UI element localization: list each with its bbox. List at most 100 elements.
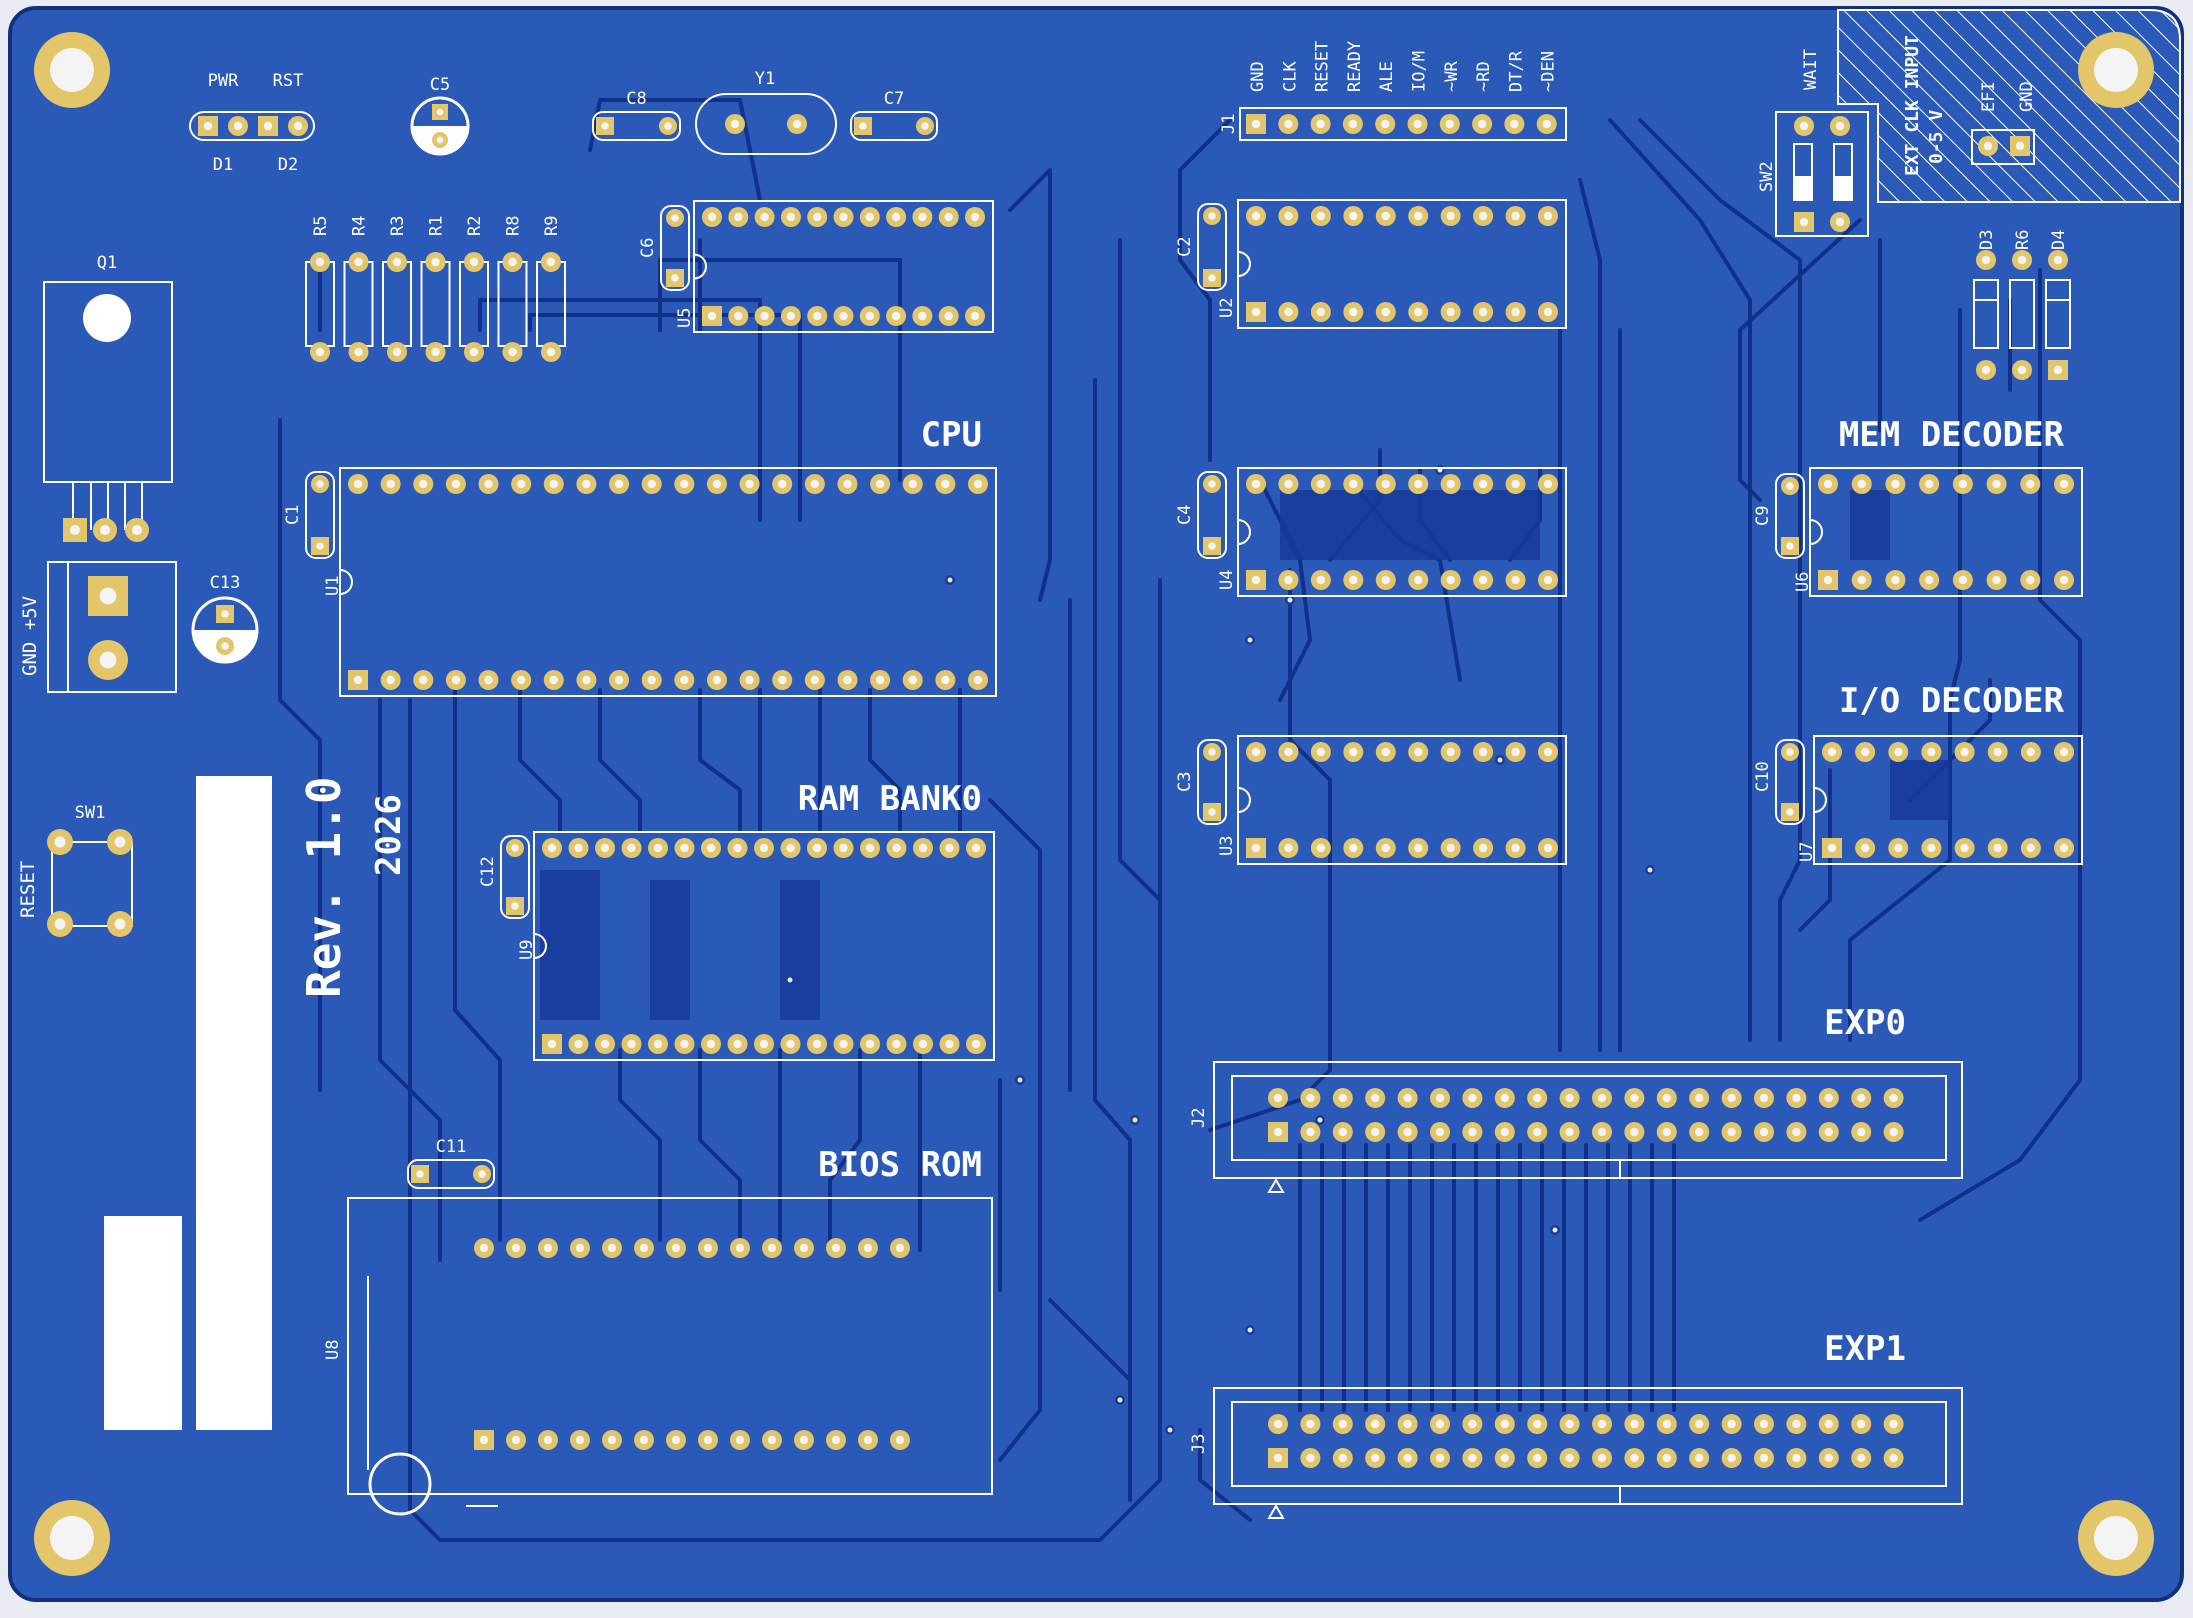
mounting-hole-drill	[50, 1516, 94, 1560]
drill-hole	[1630, 1127, 1639, 1137]
drill-hole	[516, 675, 526, 685]
drill-hole	[745, 675, 754, 685]
drill-hole	[735, 1435, 745, 1445]
mounting-hole-drill	[2094, 48, 2138, 92]
drill-hole	[859, 122, 867, 130]
trace	[698, 1048, 742, 1252]
section-io-decoder: I/O DECODER	[1839, 681, 2065, 721]
ref-j1: J1	[1219, 114, 1239, 134]
drill-hole	[1630, 1453, 1639, 1463]
via-hole	[1117, 1397, 1123, 1403]
drill-hole	[760, 212, 769, 222]
drill-hole	[1435, 1419, 1445, 1429]
via-hole	[1647, 867, 1653, 873]
drill-hole	[1891, 479, 1900, 489]
drill-hole	[436, 136, 444, 144]
drill-hole	[547, 1039, 557, 1049]
drill-hole	[647, 479, 656, 489]
ref-designator: C3	[1175, 772, 1195, 792]
drill-hole	[1662, 1093, 1672, 1103]
drill-hole	[1316, 211, 1326, 221]
ref-u8: U8	[323, 1340, 343, 1360]
ref-resistor: R3	[388, 216, 408, 236]
trace	[1048, 1298, 1132, 1382]
trace	[1198, 1428, 1252, 1522]
drill-hole	[1835, 121, 1845, 131]
drill-hole	[1597, 1419, 1607, 1429]
trace	[518, 688, 562, 832]
drill-hole	[1208, 542, 1216, 550]
silk-outline	[1237, 199, 1567, 329]
drill-hole	[1960, 747, 1969, 757]
drill-hole	[1543, 843, 1553, 853]
drill-hole	[1251, 119, 1261, 129]
drill-hole	[1993, 843, 2002, 853]
drill-hole	[1981, 365, 1991, 375]
drill-hole	[627, 1039, 636, 1049]
ref-designator: U1	[323, 576, 343, 596]
drill-hole	[639, 1243, 649, 1253]
drill-hole	[1208, 212, 1216, 220]
drill-hole	[944, 212, 953, 222]
drill-hole	[1662, 1419, 1672, 1429]
ref-designator: C2	[1175, 237, 1195, 257]
drill-hole	[1511, 307, 1520, 317]
bus-pin-label: RESET	[1313, 41, 1333, 92]
drill-hole	[1889, 1453, 1898, 1463]
drill-hole	[1371, 1093, 1380, 1103]
efi-label: EFI	[1979, 81, 1999, 112]
drill-hole	[767, 1243, 777, 1253]
range-label: 0-5 V	[1926, 110, 1947, 164]
drill-hole	[1565, 1093, 1574, 1103]
drill-hole	[2059, 479, 2069, 489]
drill-hole	[627, 843, 636, 853]
drill-hole	[839, 212, 848, 222]
drill-hole	[1695, 1127, 1704, 1137]
drill-hole	[865, 212, 874, 222]
silk-outline	[2009, 279, 2035, 349]
drill-hole	[354, 347, 363, 357]
drill-hole	[1500, 1453, 1510, 1463]
silk-outline	[1775, 111, 1869, 237]
drill-hole	[1273, 1093, 1283, 1103]
drill-hole	[973, 479, 983, 489]
drill-hole	[1381, 479, 1390, 489]
drill-hole	[1338, 1453, 1348, 1463]
drill-hole	[1993, 747, 2002, 757]
drill-hole	[431, 347, 440, 357]
drill-hole	[680, 479, 689, 489]
drill-hole	[54, 918, 66, 930]
copper-pour	[1280, 490, 1540, 560]
mounting-hole-drill	[2094, 1516, 2138, 1560]
silk-outline	[592, 111, 681, 141]
drill-hole	[1316, 747, 1326, 757]
drill-hole	[1284, 747, 1293, 757]
via-hole	[1497, 757, 1503, 763]
drill-hole	[1338, 1127, 1348, 1137]
drill-hole	[1349, 747, 1358, 757]
drill-hole	[895, 1435, 905, 1445]
drill-hole	[1349, 479, 1358, 489]
drill-hole	[1565, 1453, 1574, 1463]
drill-hole	[831, 1435, 841, 1445]
drill-hole	[706, 1039, 716, 1049]
ext-clk-label: EXT CLK INPUT	[1902, 35, 1923, 176]
drill-hole	[1371, 1419, 1380, 1429]
ref-designator: C4	[1175, 505, 1195, 525]
drill-hole	[1992, 479, 2001, 489]
drill-hole	[2059, 747, 2069, 757]
drill-hole	[479, 1435, 489, 1445]
ref-designator: C1	[283, 505, 303, 525]
drill-hole	[99, 587, 117, 605]
ref-designator: C11	[436, 1137, 467, 1157]
drill-hole	[54, 836, 66, 848]
pin1-notch	[1237, 251, 1251, 277]
trace	[618, 1048, 662, 1242]
drill-hole	[1857, 575, 1866, 585]
rst-label: RST	[273, 71, 304, 91]
drill-hole	[1435, 1093, 1445, 1103]
drill-hole	[1960, 843, 1969, 853]
drill-hole	[865, 1039, 875, 1049]
copper-pour	[1850, 490, 1890, 560]
